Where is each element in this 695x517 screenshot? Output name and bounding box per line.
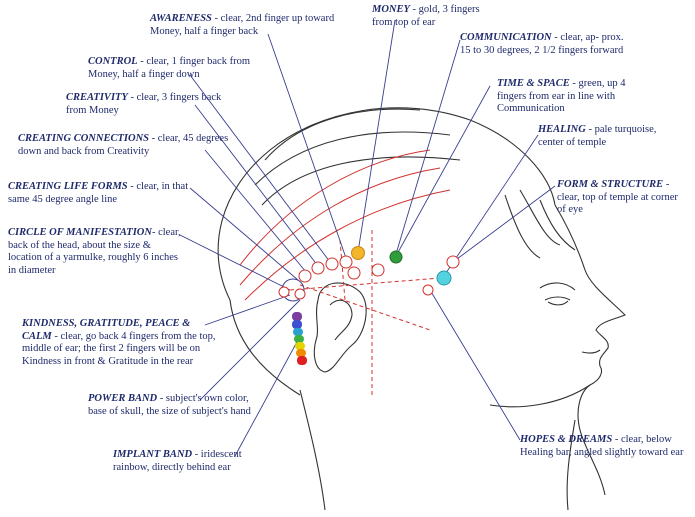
face-profile xyxy=(554,204,626,496)
pointer-communication xyxy=(395,39,461,255)
point-creativity xyxy=(311,261,325,275)
label-creating-life-forms: CREATING LIFE FORMS - clear, in that sam… xyxy=(8,181,189,205)
rainbow-blue xyxy=(292,320,302,329)
label-creativity: CREATIVITY - clear, 3 fingers back from … xyxy=(66,92,222,116)
guide-arc-2 xyxy=(239,167,441,286)
point-kindness xyxy=(278,286,290,298)
rainbow-yellow xyxy=(295,342,305,350)
point-form-structure xyxy=(446,255,460,269)
guide-arc-3 xyxy=(244,189,451,301)
ear xyxy=(313,282,367,373)
label-hopes-dreams: HOPES & DREAMS - clear, below Healing ba… xyxy=(520,434,684,458)
neck-back xyxy=(299,389,326,511)
implant-band-rainbow xyxy=(292,312,307,365)
label-kindness: KINDNESS, GRATITUDE, PEACE & CALM - clea… xyxy=(22,318,216,367)
label-money: MONEY - gold, 3 fingers from top of ear xyxy=(372,4,480,28)
point-creating-connections xyxy=(298,269,312,283)
pointer-time-space xyxy=(395,85,491,257)
pointer-creating-life-forms xyxy=(189,187,299,281)
label-form-structure: FORM & STRUCTURE -clear, top of temple a… xyxy=(557,179,678,215)
pointer-hopes-dreams xyxy=(429,289,521,441)
eye xyxy=(544,296,571,306)
guide-vertical-2 xyxy=(339,239,346,301)
rainbow-green xyxy=(294,335,304,343)
chakra-points xyxy=(278,246,460,302)
guide-diagonal xyxy=(299,284,431,331)
pointer-healing xyxy=(443,134,539,277)
point-communication xyxy=(371,263,385,277)
pointer-control xyxy=(189,74,331,263)
point-control xyxy=(325,257,339,271)
pointer-power-band xyxy=(199,299,301,401)
label-time-space: TIME & SPACE - green, up 4 fingers from … xyxy=(497,78,626,114)
label-awareness: AWARENESS - clear, 2nd finger up toward … xyxy=(150,13,335,37)
pointer-circle-manifestation xyxy=(179,234,291,291)
label-control: CONTROL - clear, 1 finger back from Mone… xyxy=(88,56,250,80)
label-circle-manifestation: CIRCLE OF MANIFESTATION- clear, back of … xyxy=(8,227,181,276)
pointer-form-structure xyxy=(452,185,556,263)
pointer-implant-band xyxy=(234,339,299,457)
point-money xyxy=(351,246,365,260)
hair-fringe xyxy=(504,189,576,259)
point-healing xyxy=(436,270,452,286)
point-awareness xyxy=(339,255,353,269)
point-time-space xyxy=(389,250,403,264)
point-creating-life-forms xyxy=(347,266,361,280)
pointer-kindness xyxy=(204,294,291,326)
guide-arc-1 xyxy=(239,149,431,266)
point-gratitude xyxy=(294,288,306,300)
point-hopes-dreams xyxy=(422,284,434,296)
guide-lines xyxy=(239,149,451,395)
rainbow-orange xyxy=(296,349,306,357)
jaw-line xyxy=(489,384,591,408)
neck-front xyxy=(566,419,576,511)
pointer-awareness xyxy=(267,33,347,259)
skull-outline xyxy=(217,107,556,301)
mouth xyxy=(581,349,601,354)
hair-strands-top xyxy=(254,108,461,206)
label-implant-band: IMPLANT BAND - iridescent rainbow, direc… xyxy=(113,449,242,473)
eyebrow xyxy=(539,282,576,291)
label-power-band: POWER BAND - subject's own color, base o… xyxy=(88,393,251,417)
pointer-lines xyxy=(179,19,556,457)
pointer-creating-connections xyxy=(204,149,307,273)
guide-horizontal xyxy=(289,277,441,291)
ear-inner xyxy=(329,299,353,341)
rainbow-red xyxy=(297,356,307,365)
rainbow-cyan xyxy=(293,328,303,336)
label-healing: HEALING - pale turquoise, center of temp… xyxy=(538,124,657,148)
rainbow-violet xyxy=(292,312,302,321)
pointer-money xyxy=(357,19,396,253)
label-communication: COMMUNICATION - clear, ap- prox. 15 to 3… xyxy=(460,32,624,56)
hair-back xyxy=(229,299,301,396)
label-creating-connections: CREATING CONNECTIONS - clear, 45 degrees… xyxy=(18,133,229,157)
pointer-creativity xyxy=(194,104,319,267)
